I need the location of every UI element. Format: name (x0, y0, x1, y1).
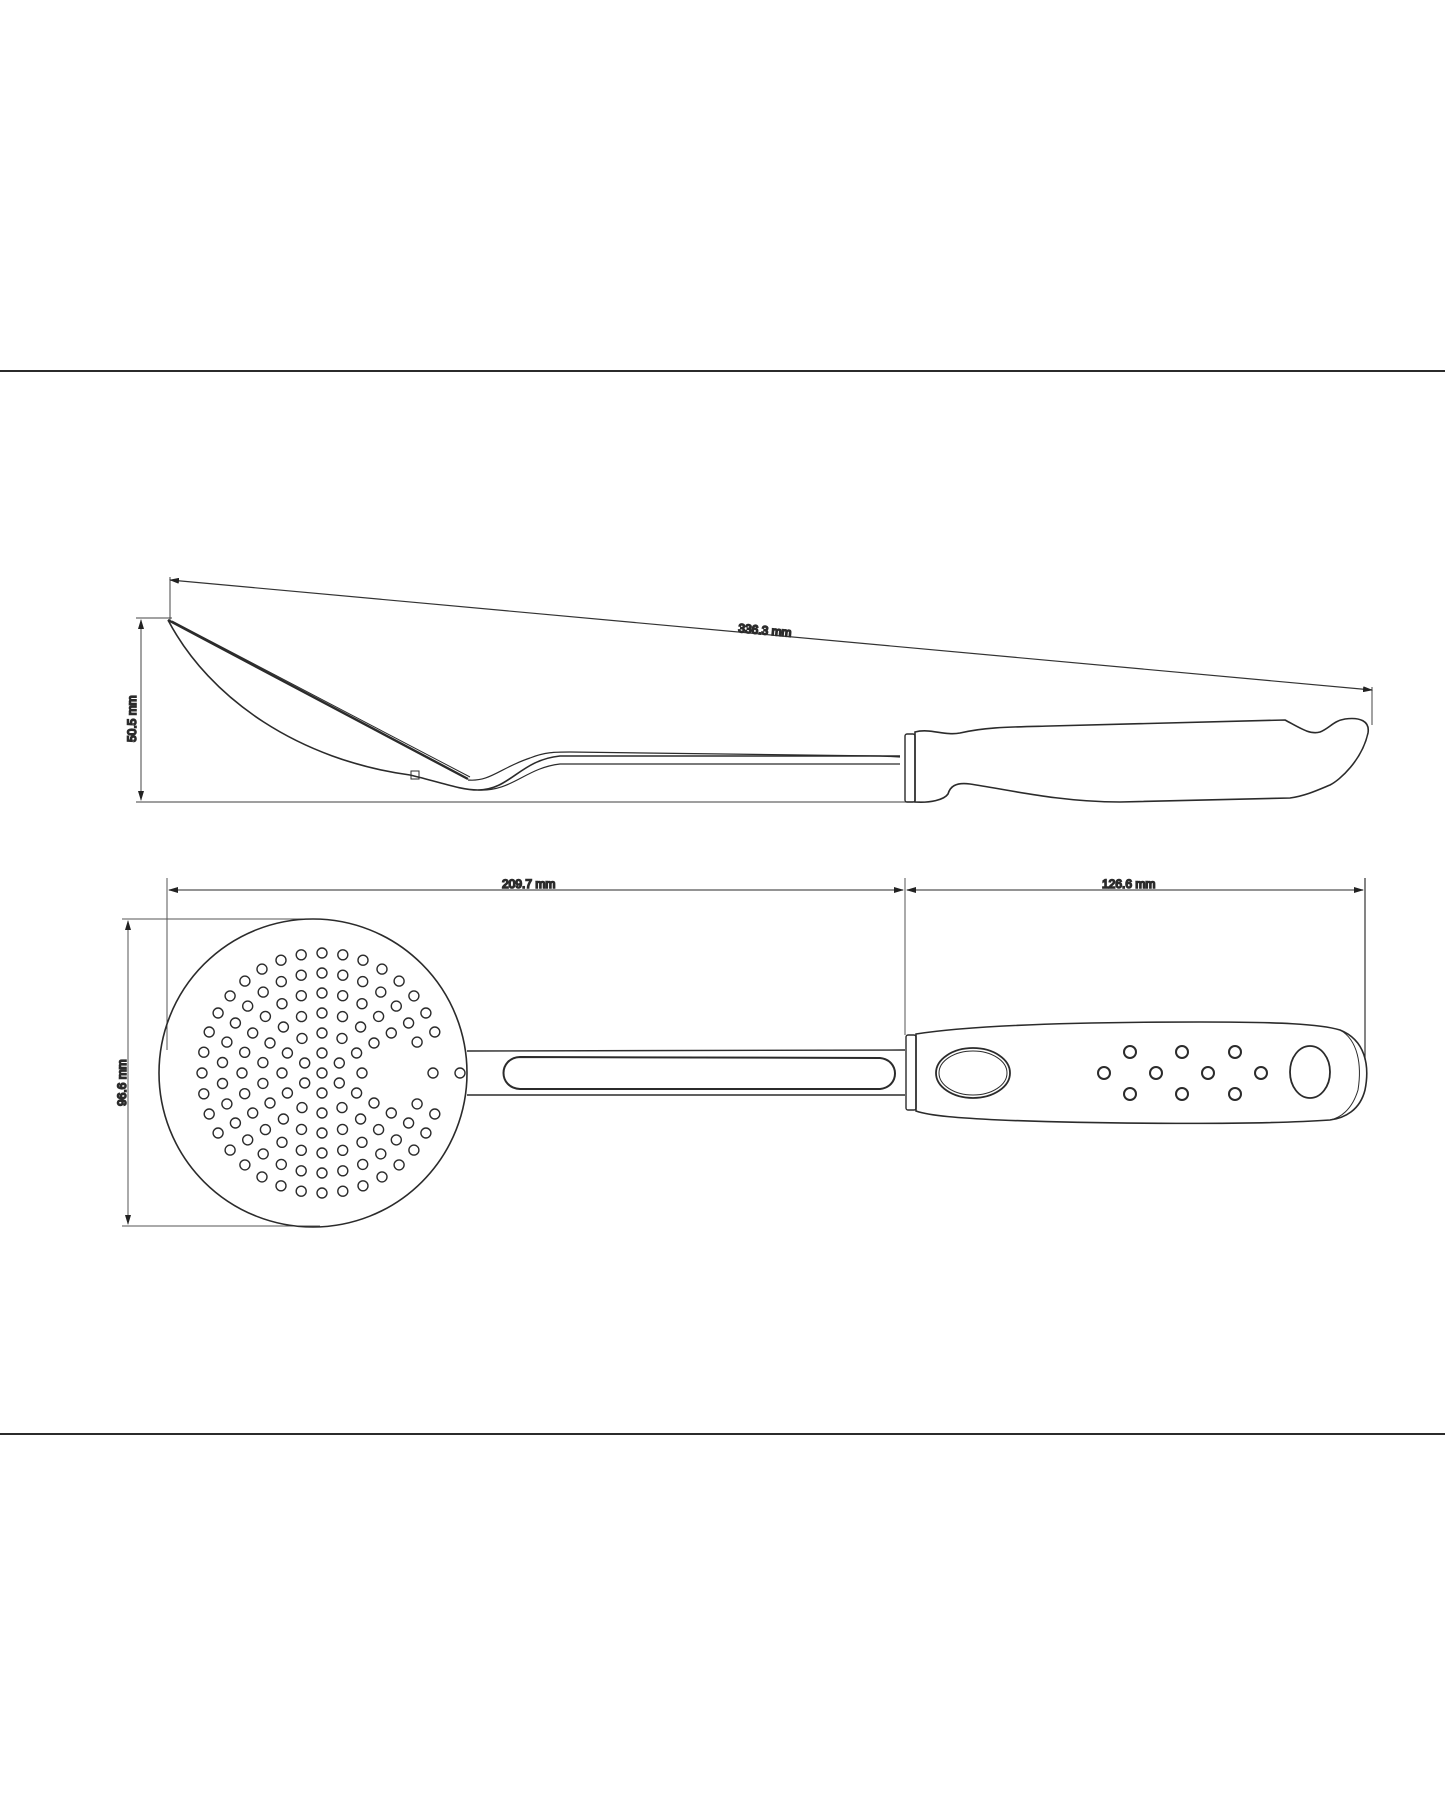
head-and-shaft-length-dimension: 209.7 mm (166, 876, 906, 1050)
overall-length-dimension: 336.3 mm (169, 577, 1373, 725)
height-label: 50.5 mm (125, 695, 139, 742)
handle-side-profile (914, 717, 1370, 803)
head-diameter-label: 96.6 mm (115, 1059, 129, 1106)
head-diameter-dimension: 96.6 mm (114, 918, 320, 1227)
height-dimension: 50.5 mm (124, 617, 920, 803)
top-view: 209.7 mm 126.6 mm 96.6 mm (114, 876, 1368, 1228)
perforation-holes (196, 947, 466, 1199)
handle-length-dimension: 126.6 mm (906, 876, 1366, 1060)
shaft-top (466, 1049, 906, 1096)
hanging-hole-front (935, 1047, 1011, 1099)
bowl-profile (167, 619, 411, 776)
side-view: 336.3 mm 50.5 mm (124, 577, 1373, 803)
top-separator-rule (0, 370, 1445, 372)
handle-top-profile (915, 1021, 1368, 1125)
handle-length-label: 126.6 mm (1102, 877, 1155, 891)
handle-grip-dots (1097, 1045, 1268, 1101)
hanging-hole-rear (1289, 1045, 1331, 1099)
skimmer-head (158, 918, 468, 1228)
bottom-separator-rule (0, 1433, 1445, 1435)
shaft-slot (502, 1055, 896, 1090)
handle-collar-top (905, 1034, 917, 1111)
handle-collar (904, 733, 916, 803)
overall-length-label: 336.3 mm (738, 621, 792, 640)
shaft-profile (409, 755, 900, 791)
head-and-shaft-length-label: 209.7 mm (502, 877, 555, 891)
